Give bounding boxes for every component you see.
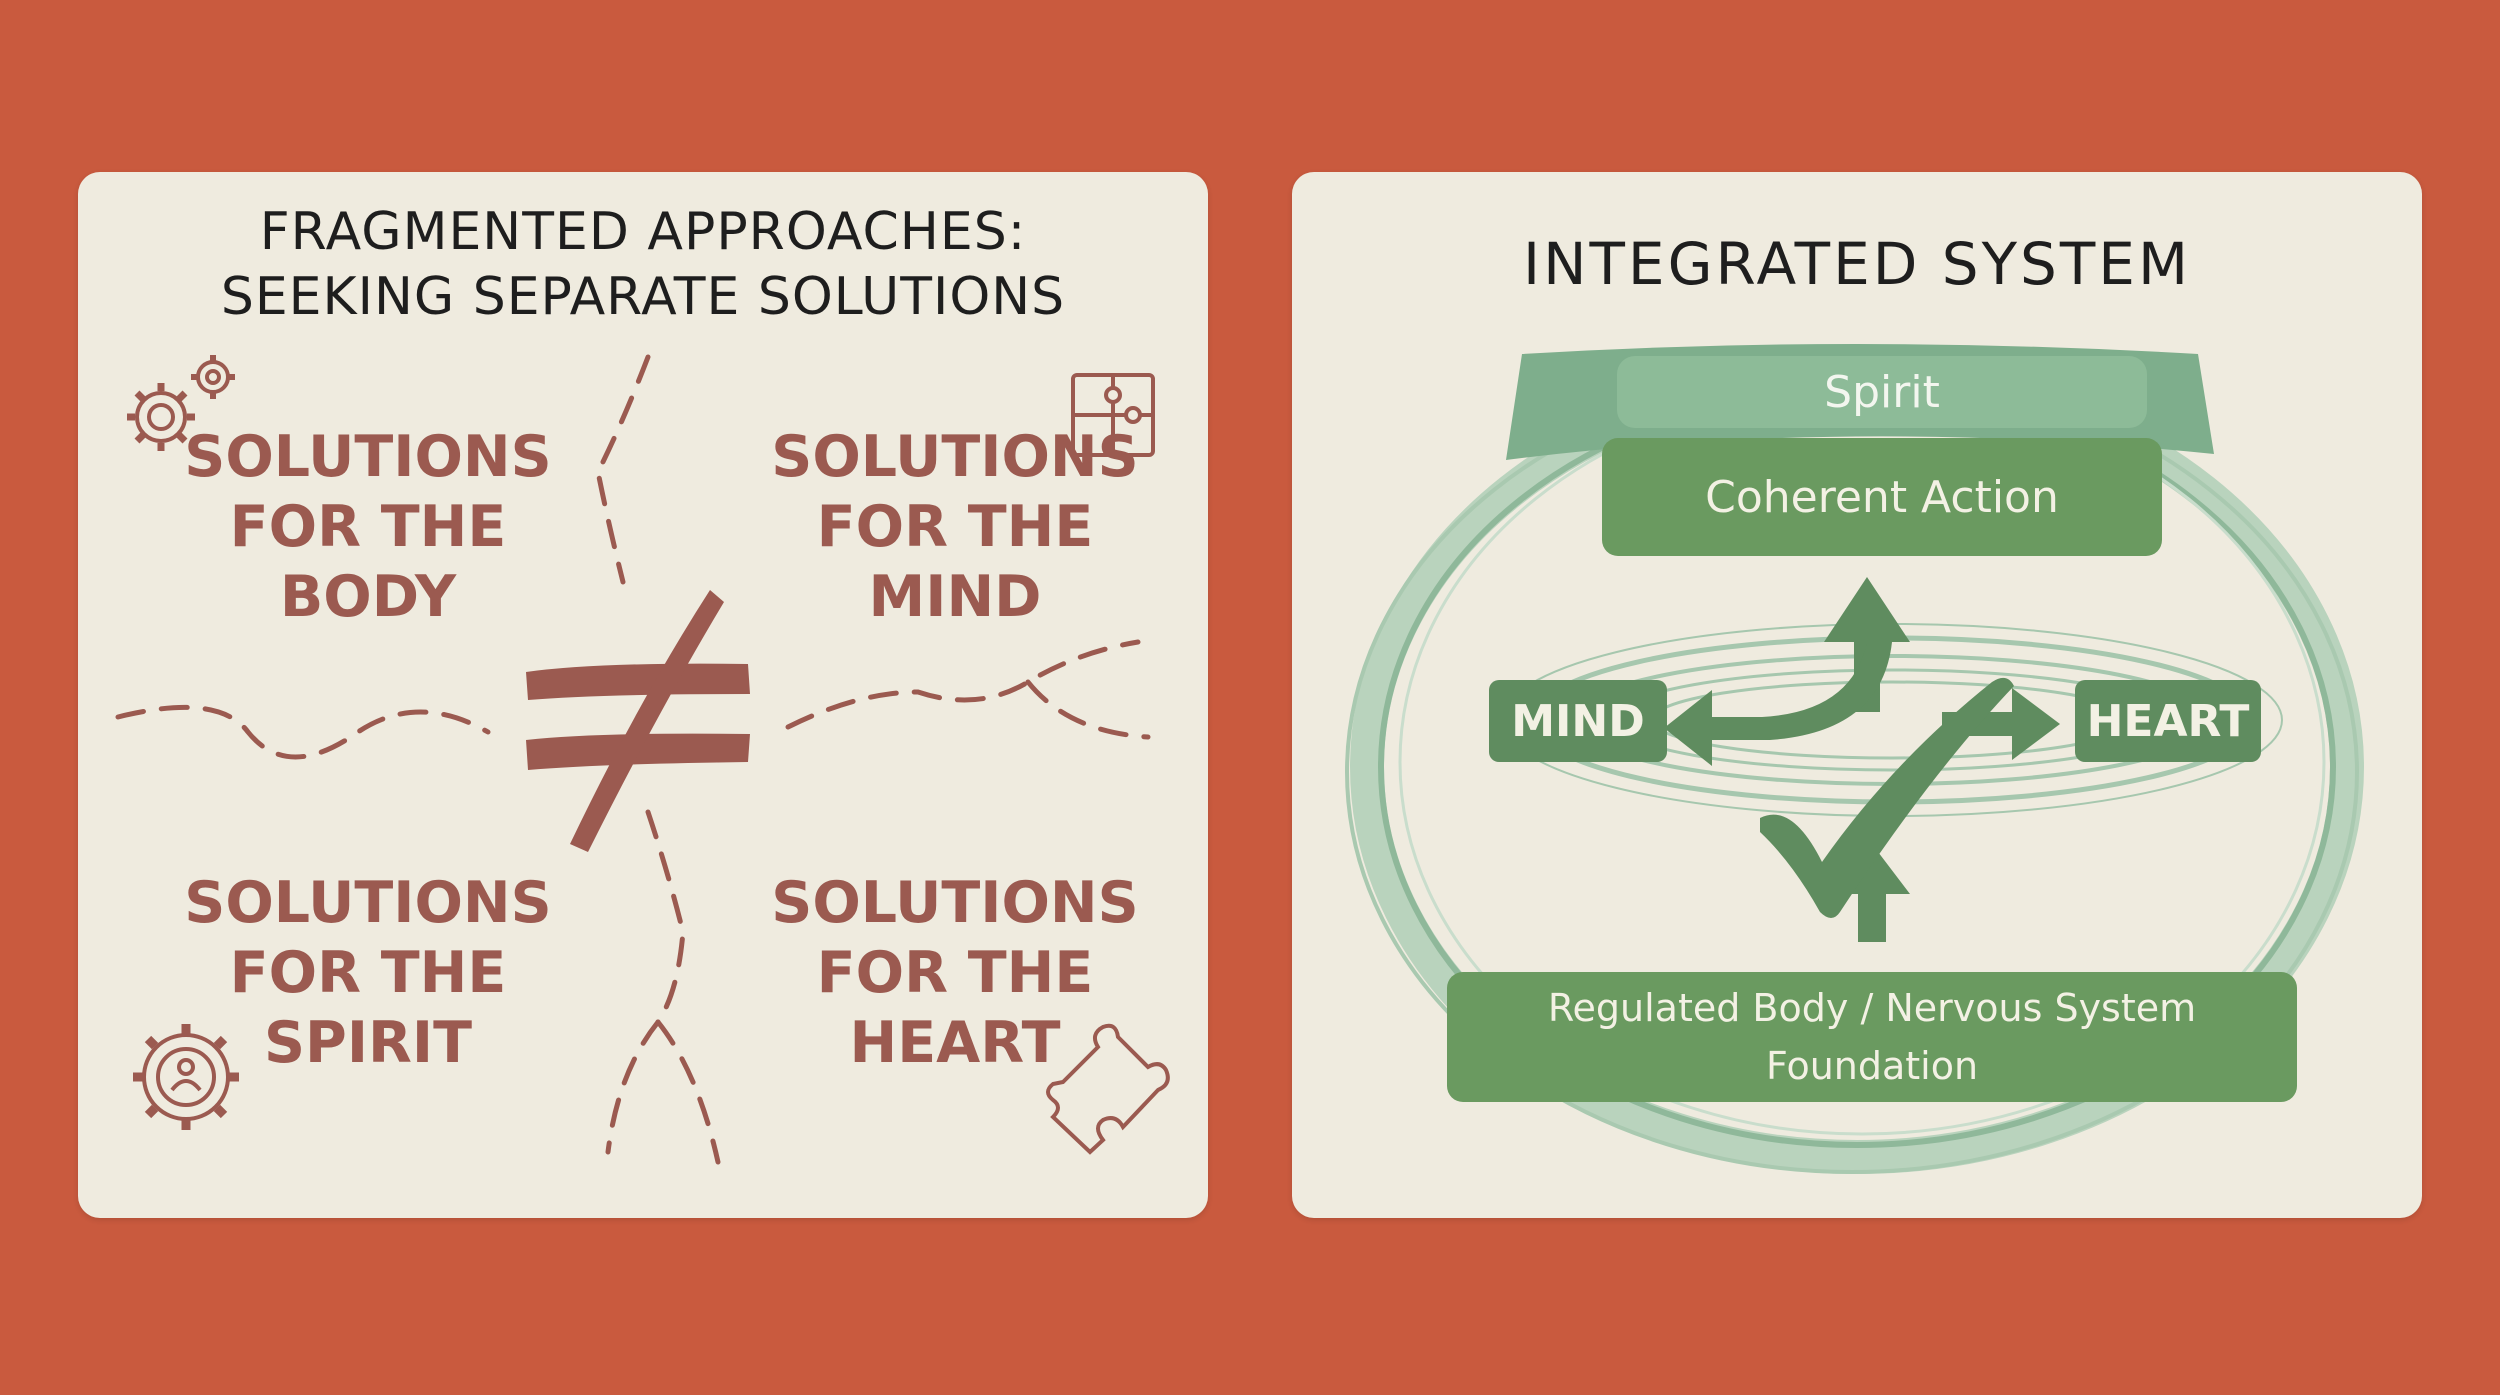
flow-arrows	[1664, 577, 2060, 942]
checkmark-icon	[1760, 677, 2014, 918]
spirit-label-box	[1617, 356, 2147, 428]
crack-bottom-right	[655, 1019, 721, 1165]
spirit-label: Spirit	[1824, 366, 1940, 418]
gears-icon	[127, 355, 235, 451]
fragmented-illustration	[115, 354, 1170, 1165]
crack-bottom	[645, 809, 686, 1025]
foundation-line1: Regulated Body / Nervous System	[1547, 986, 2197, 1030]
crack-bottom-left	[605, 1019, 661, 1155]
solutions-body-label: SOLUTIONS FOR THE BODY	[184, 424, 552, 630]
integrated-system-panel: INTEGRATED SYSTEM Spirit Coherent Action…	[1292, 172, 2422, 1218]
gear-person-icon	[133, 1024, 239, 1130]
crack-lines	[115, 354, 1151, 1165]
mind-box: MIND	[1489, 680, 1667, 762]
crack-top	[595, 354, 651, 585]
not-equal-icon	[526, 590, 750, 852]
puzzle-piece-icon	[1046, 1023, 1170, 1155]
heart-box: HEART	[2075, 680, 2261, 762]
crack-left	[115, 704, 491, 760]
solutions-heart-label: SOLUTIONS FOR THE HEART	[771, 870, 1139, 1076]
crack-right-upper	[785, 639, 1141, 730]
fragmented-title-line1: FRAGMENTED APPROACHES:	[259, 202, 1027, 262]
integrated-title: INTEGRATED SYSTEM	[1523, 230, 2191, 298]
foundation-line2: Foundation	[1765, 1044, 1979, 1088]
crack-right-lower	[1025, 679, 1151, 740]
coherent-action-box: Coherent Action	[1602, 438, 2162, 556]
solutions-spirit-label: SOLUTIONS FOR THE SPIRIT	[184, 870, 552, 1076]
fragmented-title-line2: SEEKING SEPARATE SOLUTIONS	[220, 267, 1066, 327]
integrated-illustration	[1345, 344, 2364, 1174]
foundation-box: Regulated Body / Nervous System Foundati…	[1447, 972, 2297, 1102]
solutions-mind-label: SOLUTIONS FOR THE MIND	[771, 424, 1139, 630]
fragmented-approaches-panel: FRAGMENTED APPROACHES: SEEKING SEPARATE …	[78, 172, 1208, 1218]
puzzle-grid-icon	[1071, 373, 1155, 457]
